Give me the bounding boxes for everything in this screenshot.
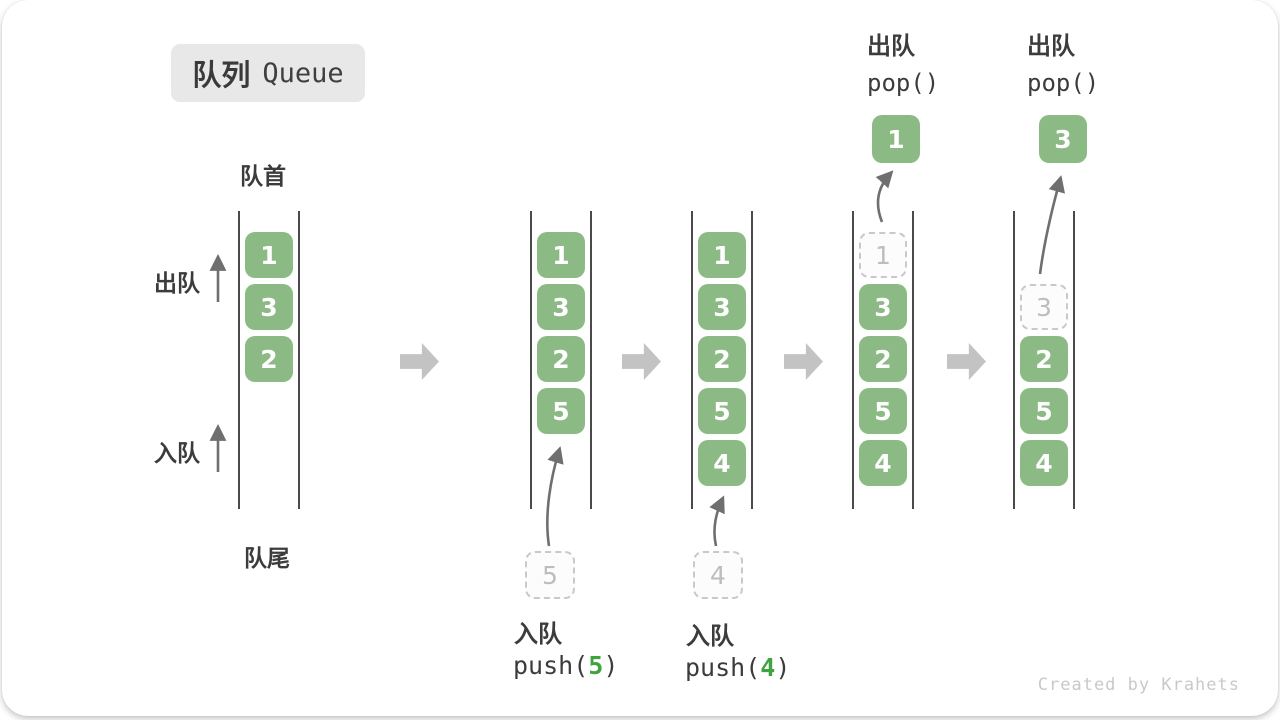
queue-state-1: 1 3 2 (238, 211, 300, 509)
queue-item: 4 (698, 440, 746, 486)
staged-value: 4 (693, 551, 743, 599)
queue-item: 2 (1020, 336, 1068, 382)
queue-item: 5 (859, 388, 907, 434)
queue-item-removed: 1 (859, 232, 907, 278)
push-arg: 4 (760, 653, 776, 682)
push-op-label: 入队 (686, 622, 734, 650)
queue-state-4: 1 3 2 5 4 (852, 211, 914, 509)
queue-item: 3 (859, 284, 907, 330)
staged-value: 5 (525, 551, 575, 599)
channel-line (530, 211, 532, 509)
label-dequeue: 出队 (154, 271, 200, 297)
queue-state-3: 1 3 2 5 4 (691, 211, 753, 509)
queue-item: 4 (1020, 440, 1068, 486)
queue-item: 1 (245, 232, 293, 278)
queue-item: 5 (698, 388, 746, 434)
push-fn-close: ) (603, 651, 619, 680)
queue-item: 5 (537, 388, 585, 434)
channel-line (912, 211, 914, 509)
queue-item-removed: 3 (1020, 284, 1068, 330)
popped-value: 1 (872, 115, 920, 163)
channel-line (852, 211, 854, 509)
title-zh: 队列 (192, 58, 251, 92)
pop-op-label: 出队 (867, 32, 915, 60)
channel-line (691, 211, 693, 509)
pop-op-2: 出队 pop() (1027, 28, 1099, 102)
queue-state-5: 3 2 5 4 (1013, 211, 1075, 509)
push-op-code: push(5) (513, 651, 618, 680)
channel-line (1073, 211, 1075, 509)
channel-line (298, 211, 300, 509)
queue-item: 2 (698, 336, 746, 382)
pop-op-label: 出队 (1027, 32, 1075, 60)
transition-arrow-icon (400, 343, 439, 380)
queue-item: 2 (245, 336, 293, 382)
channel-line (1013, 211, 1015, 509)
label-queue-front: 队首 (240, 164, 286, 190)
queue-item: 2 (537, 336, 585, 382)
queue-item: 2 (859, 336, 907, 382)
queue-item: 5 (1020, 388, 1068, 434)
push-op-code: push(4) (685, 653, 790, 682)
queue-state-2: 1 3 2 5 (530, 211, 592, 509)
title-badge: 队列 Queue (171, 44, 365, 102)
channel-line (751, 211, 753, 509)
push-fn-close: ) (775, 653, 791, 682)
transition-arrow-icon (622, 343, 661, 380)
label-queue-rear: 队尾 (244, 546, 290, 572)
push-arg: 5 (588, 651, 604, 680)
push-op-label: 入队 (514, 620, 562, 648)
queue-item: 3 (698, 284, 746, 330)
queue-item: 3 (537, 284, 585, 330)
queue-item: 3 (245, 284, 293, 330)
channel-line (590, 211, 592, 509)
label-enqueue: 入队 (154, 441, 200, 467)
pop-op-code: pop() (867, 69, 940, 97)
queue-item: 1 (537, 232, 585, 278)
credit-text: Created by Krahets (1037, 675, 1240, 695)
pop-op-code: pop() (1027, 69, 1100, 97)
popped-value: 3 (1039, 115, 1087, 163)
queue-item: 1 (698, 232, 746, 278)
transition-arrow-icon (947, 343, 986, 380)
pop-op-1: 出队 pop() (867, 28, 939, 102)
title-en: Queue (262, 57, 344, 89)
push-fn-open: push( (513, 651, 589, 680)
channel-line (238, 211, 240, 509)
push-fn-open: push( (685, 653, 761, 682)
transition-arrow-icon (784, 343, 823, 380)
queue-item: 4 (859, 440, 907, 486)
